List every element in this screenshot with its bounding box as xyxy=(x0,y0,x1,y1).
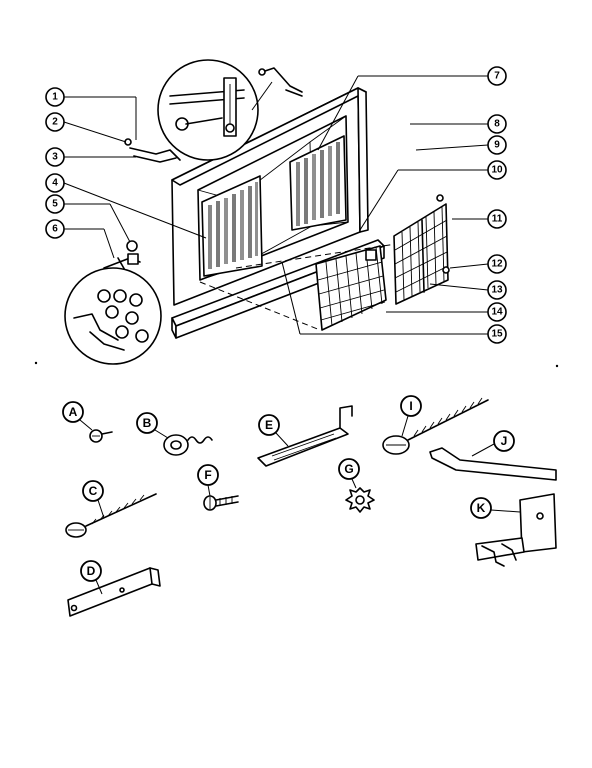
part-f-screw xyxy=(203,495,239,511)
left-mesh-screen xyxy=(201,175,263,277)
callout-15: 15 xyxy=(491,329,503,340)
callout-5: 5 xyxy=(52,199,58,210)
scan-dot xyxy=(555,364,559,368)
callout-k: K xyxy=(477,501,486,515)
callout-9: 9 xyxy=(494,140,500,151)
part-j-hex-key xyxy=(429,447,557,481)
callout-j: J xyxy=(501,434,508,448)
part-g-star-washer xyxy=(345,487,375,513)
callout-c: C xyxy=(89,484,98,498)
part-b-bushing xyxy=(163,434,213,456)
callout-12: 12 xyxy=(491,259,503,270)
callout-e: E xyxy=(265,418,273,432)
callout-14: 14 xyxy=(491,307,503,318)
callout-b: B xyxy=(143,416,152,430)
callout-6: 6 xyxy=(52,224,58,235)
callout-13: 13 xyxy=(491,285,503,296)
part-i-long-screw xyxy=(382,397,489,455)
callout-11: 11 xyxy=(492,214,503,225)
part-a-small-screw xyxy=(89,429,113,443)
scan-dot xyxy=(34,361,38,365)
callout-f: F xyxy=(204,468,211,482)
callout-10: 10 xyxy=(491,165,503,176)
part-k-bracket xyxy=(475,493,557,567)
callout-1: 1 xyxy=(52,92,58,103)
top-bracket-detail-inset xyxy=(157,59,259,161)
curved-mesh-screen xyxy=(315,245,387,331)
callout-d: D xyxy=(87,564,96,578)
callout-7: 7 xyxy=(494,71,500,82)
pin-and-clip-hardware xyxy=(103,240,141,273)
top-clip xyxy=(258,67,303,97)
folding-screen-panel xyxy=(393,194,450,305)
callout-4: 4 xyxy=(52,178,58,189)
part-c-long-screw xyxy=(65,493,157,538)
numeric-callouts: 1 2 3 4 5 6 7 8 9 xyxy=(45,66,507,344)
part-e-slotted-bracket xyxy=(257,405,353,467)
callout-i: I xyxy=(409,399,412,413)
right-mesh-screen xyxy=(289,135,347,231)
callout-g: G xyxy=(344,462,353,476)
part-d-bracket xyxy=(67,567,161,617)
hole-pattern-detail-inset xyxy=(64,267,162,365)
callout-a: A xyxy=(69,405,78,419)
callout-2: 2 xyxy=(52,117,58,128)
callout-8: 8 xyxy=(494,119,500,130)
letter-callouts: A B C D E F G I J K xyxy=(62,395,521,595)
callout-3: 3 xyxy=(52,152,58,163)
